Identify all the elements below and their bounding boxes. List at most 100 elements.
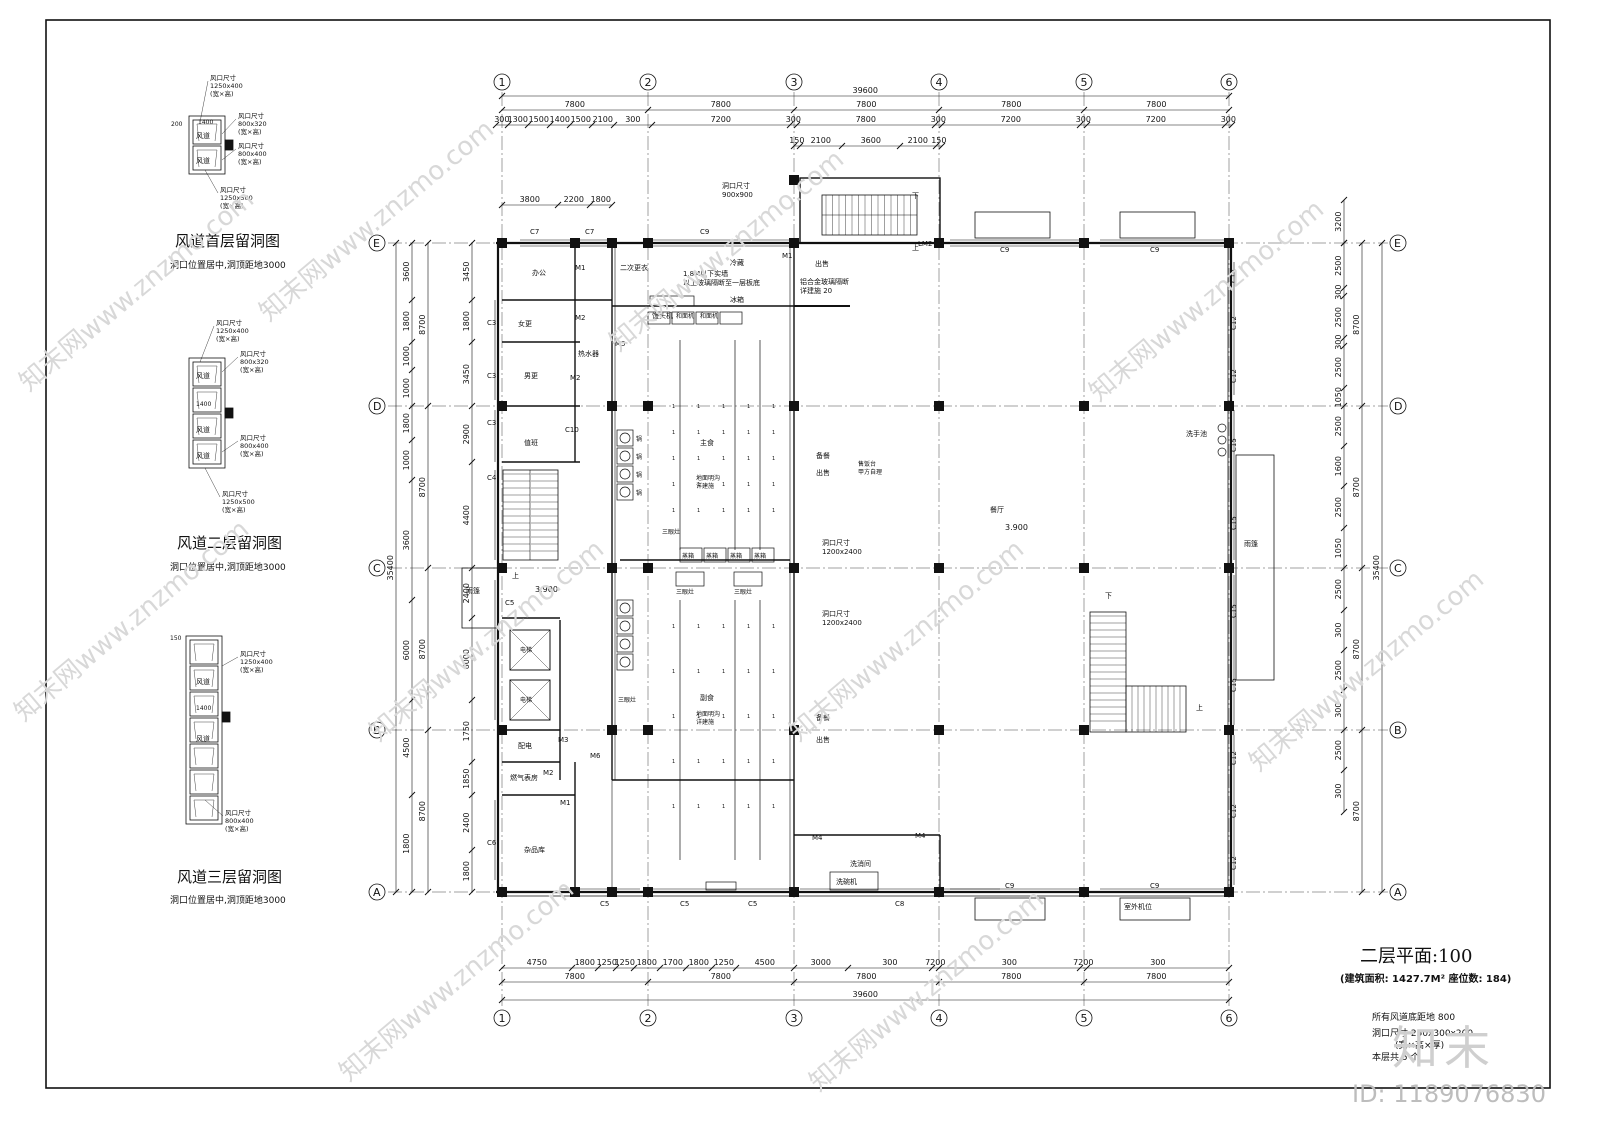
duct-detail-2-cell bbox=[192, 413, 222, 439]
dim-top-row2-label: 7800 bbox=[856, 115, 876, 124]
dim-bottom-row1-tick bbox=[1225, 964, 1233, 972]
label-three-burner: 三眼灶 bbox=[676, 588, 694, 596]
dim-left-outer-label: 4500 bbox=[402, 738, 411, 758]
window-tag: C5 bbox=[505, 599, 514, 607]
grid-mark: 1 bbox=[747, 759, 750, 765]
axis-label-row: E bbox=[373, 237, 380, 250]
duct-detail-1-label: 风口尺寸 bbox=[220, 185, 247, 194]
wok-ring bbox=[619, 656, 631, 668]
duct-detail-3-label: 1250x400 bbox=[240, 658, 273, 666]
duct-detail-2-vent bbox=[224, 407, 234, 419]
duct-name: 风道 bbox=[196, 131, 210, 140]
door-tag: M2 bbox=[570, 374, 581, 382]
duct-detail-3-slant bbox=[193, 695, 197, 714]
duct-detail-3-slant bbox=[193, 721, 197, 740]
room-office: 办公 bbox=[532, 268, 546, 277]
dim-bottom-row1-tick bbox=[928, 964, 936, 972]
dimension-lines bbox=[392, 92, 1386, 1004]
dim-top-row2-tick bbox=[546, 121, 554, 129]
dim-bays-bottom-label: 7800 bbox=[565, 972, 585, 981]
dim-right-inner-label: 2500 bbox=[1334, 256, 1343, 276]
label-dough-mixer: 和面机 bbox=[676, 312, 694, 320]
room-dish_wash: 洗消间 bbox=[850, 859, 871, 868]
canopy-west bbox=[461, 567, 499, 629]
dim-bays-bottom-tick bbox=[644, 978, 652, 986]
grid-mark: 1 bbox=[772, 482, 775, 488]
legend-line-2: 洞口尺寸 250x300x200 bbox=[1372, 1029, 1474, 1039]
duct-detail-2-leader bbox=[204, 467, 221, 498]
grid-mark: 1 bbox=[672, 456, 675, 462]
grid-mark: 1 bbox=[772, 759, 775, 765]
dim-bottom-row1-tick bbox=[732, 964, 740, 972]
room-duty: 值班 bbox=[524, 438, 538, 447]
wok-ring bbox=[619, 468, 631, 480]
duct-detail-1-label: (宽×高) bbox=[210, 89, 234, 98]
dim-bays-bottom-tick bbox=[498, 978, 506, 986]
duct-detail-2-label: 800x400 bbox=[240, 442, 269, 450]
door-tag: M1 bbox=[560, 799, 571, 807]
kitchen-equipment bbox=[695, 311, 719, 325]
dim-bays-top-tick bbox=[498, 106, 506, 114]
column bbox=[934, 401, 944, 411]
duct-detail-3-label: 800x400 bbox=[225, 817, 254, 825]
note-alu-glass: 铝合金玻璃隔断 bbox=[800, 277, 849, 286]
duct-detail-1-label: (宽×高) bbox=[220, 201, 244, 210]
duct-detail-1-label: 风口尺寸 bbox=[238, 141, 265, 150]
dim-right-overall-tick bbox=[1378, 239, 1386, 247]
dim-top-row2-label: 300 bbox=[1221, 115, 1236, 124]
dim-left-outer-label: 1800 bbox=[402, 413, 411, 433]
window-tag: C15 bbox=[1230, 604, 1238, 618]
duct-name: 风道 bbox=[196, 734, 210, 743]
duct-detail-3-slant bbox=[211, 643, 215, 662]
duct-detail-1-vent bbox=[224, 139, 234, 151]
dim-top-left-tick bbox=[498, 201, 506, 209]
grid-mark: 1 bbox=[672, 430, 675, 436]
grid-mark: 1 bbox=[722, 804, 725, 810]
axis-label-row: A bbox=[373, 886, 381, 899]
dim-right-bays-label: 8700 bbox=[1352, 639, 1361, 659]
window-tag: C9 bbox=[1150, 246, 1159, 254]
window-tag: C6 bbox=[487, 839, 497, 847]
axis-label-col: 1 bbox=[499, 1012, 506, 1025]
grid-mark: 1 bbox=[672, 404, 675, 410]
axis-label-col: 6 bbox=[1226, 76, 1233, 89]
note-counter: 售饭台 bbox=[858, 460, 876, 468]
note-alu-glass: 详建施 20 bbox=[800, 286, 832, 295]
label-steamer: 蒸箱 bbox=[730, 552, 742, 560]
window-tag: C12 bbox=[1230, 751, 1238, 765]
dim-right-inner-tick bbox=[1340, 384, 1348, 392]
note-opening1: 1200x2400 bbox=[822, 548, 862, 556]
dim-left-inner-tick bbox=[468, 758, 476, 766]
duct-detail-1-leader bbox=[221, 118, 237, 135]
duct-detail-2-cell bbox=[192, 439, 222, 465]
grid-mark: 1 bbox=[722, 456, 725, 462]
dim-right-inner-tick bbox=[1340, 284, 1348, 292]
wok-ring bbox=[619, 620, 631, 632]
dim-overall-top-tick bbox=[498, 92, 506, 100]
plan-text: 1111111111111111111111111111111111111111… bbox=[466, 181, 1258, 911]
dim-stair-top-tick bbox=[790, 142, 798, 150]
dim-right-inner-tick bbox=[1340, 334, 1348, 342]
duct-detail-2-label: 1250x500 bbox=[222, 498, 255, 506]
axis-label-col: 5 bbox=[1081, 1012, 1088, 1025]
dim-bottom-row1-tick bbox=[612, 964, 620, 972]
dim-left-overall-label: 35400 bbox=[386, 555, 395, 580]
room-canopy1: 雨篷 bbox=[1244, 539, 1258, 548]
window-tag: C10 bbox=[565, 426, 579, 434]
duct-detail-3-cell bbox=[189, 639, 219, 665]
label-wok: 锅 bbox=[636, 435, 642, 443]
axis-label-col: 3 bbox=[791, 1012, 798, 1025]
dim-left-outer-tick bbox=[408, 338, 416, 346]
grid-mark: 1 bbox=[747, 624, 750, 630]
label-wok: 锅 bbox=[636, 471, 642, 479]
balcony-s2 bbox=[1119, 897, 1191, 921]
dim-stair-top-tick bbox=[938, 142, 946, 150]
stair-north-box bbox=[799, 177, 941, 244]
axis-bubble-row bbox=[1389, 883, 1407, 901]
duct-detail-3-slant bbox=[211, 799, 215, 818]
kitchen-equipment bbox=[647, 311, 671, 325]
axis-bubble-col bbox=[1075, 1009, 1093, 1027]
column bbox=[1079, 887, 1089, 897]
